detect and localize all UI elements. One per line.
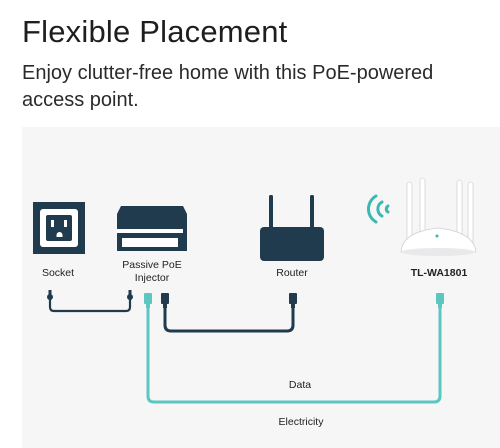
router-port-plug [289, 293, 297, 308]
injector-label-line2: Injector [134, 272, 170, 284]
socket-label: Socket [41, 267, 75, 279]
access-point-label: TL-WA1801 [410, 267, 468, 279]
injector-label-line1: Passive PoE [122, 259, 182, 271]
electricity-label: Electricity [278, 416, 324, 428]
wifi-icon [366, 194, 390, 224]
access-point-port-plug [436, 293, 444, 308]
data-label: Data [288, 379, 312, 391]
injector-poe-port-plug [144, 293, 152, 308]
page-subtitle: Enjoy clutter-free home with this PoE-po… [22, 62, 434, 111]
poe-cable [146, 307, 442, 404]
socket-plug [47, 290, 53, 300]
socket-icon [33, 202, 85, 254]
data-cable [163, 307, 295, 333]
page-title: Flexible Placement [22, 14, 288, 49]
injector-lan-port-plug [161, 293, 169, 308]
router-icon [260, 195, 324, 261]
injector-power-plug [127, 290, 133, 300]
power-cable [48, 295, 132, 313]
poe-injector-icon [117, 206, 187, 251]
router-label: Router [276, 267, 308, 279]
access-point-icon [400, 177, 477, 256]
